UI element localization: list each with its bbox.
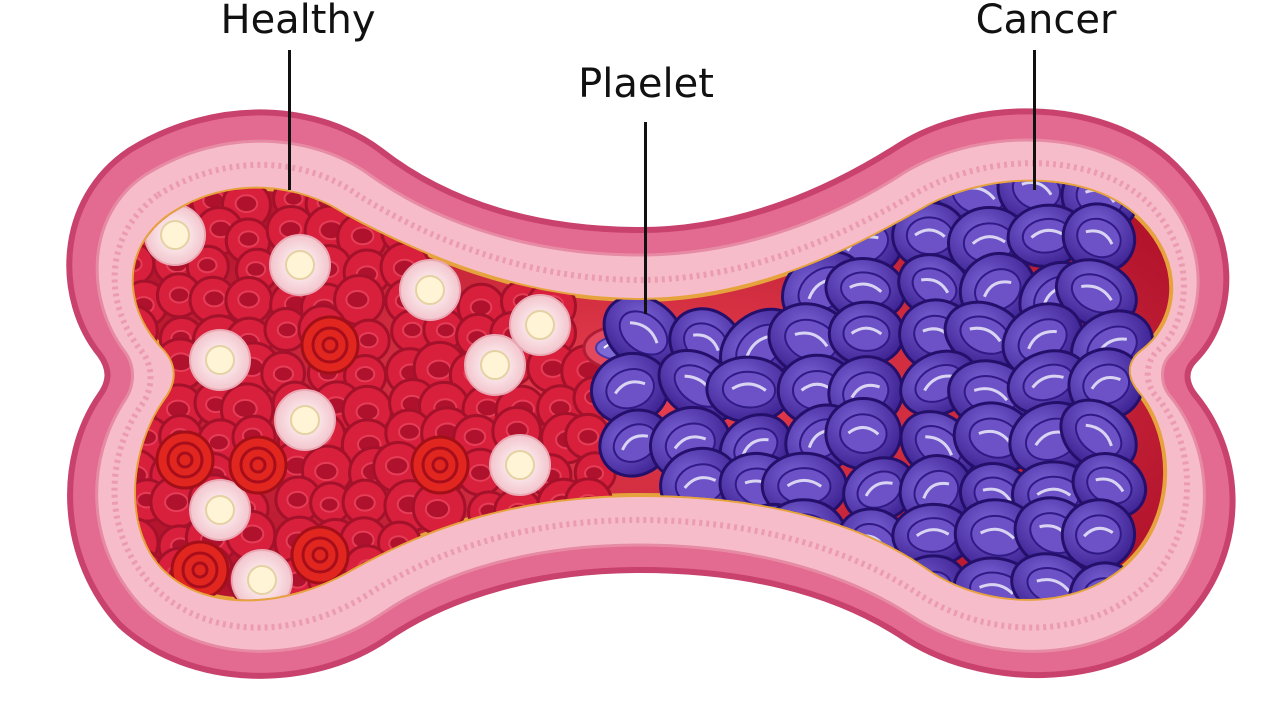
white-blood-cell-icon — [269, 234, 331, 296]
white-blood-cell-icon — [489, 434, 551, 496]
platelet-leader-line — [644, 122, 647, 314]
white-blood-cell-icon — [509, 294, 571, 356]
healthy-leader-line — [288, 50, 291, 190]
cancer-cells-region — [589, 181, 1155, 600]
red-blood-cell-icon — [224, 276, 274, 325]
red-blood-cell-icon — [263, 307, 309, 353]
white-blood-cell-icon — [189, 329, 251, 391]
red-blood-cell-icon — [155, 430, 215, 490]
red-blood-cell-icon — [290, 525, 350, 585]
cancer-label: Cancer — [975, 0, 1117, 43]
white-blood-cell-icon — [464, 334, 526, 396]
cancer-cell-icon — [1061, 202, 1137, 274]
white-blood-cell-icon — [231, 549, 293, 600]
white-blood-cell-icon — [189, 479, 251, 541]
red-blood-cell-icon — [188, 275, 238, 325]
cancer-cell-icon — [760, 451, 848, 521]
white-blood-cell-icon — [399, 259, 461, 321]
red-blood-cell-icon — [300, 315, 360, 375]
healthy-label: Healthy — [220, 0, 376, 43]
platelet-label: Plaelet — [578, 61, 714, 107]
cancer-cell-icon — [589, 351, 671, 426]
cancer-cell-icon — [705, 355, 793, 424]
cancer-cell-icon — [598, 408, 672, 478]
healthy-cells-region — [133, 181, 618, 600]
cancer-leader-line — [1033, 50, 1036, 190]
vessel-inner-stripe — [111, 160, 1190, 631]
red-blood-cell-icon — [410, 435, 470, 495]
red-blood-cell-icon — [228, 435, 288, 495]
white-blood-cell-icon — [274, 389, 336, 451]
cancer-cell-icon — [1006, 349, 1090, 416]
